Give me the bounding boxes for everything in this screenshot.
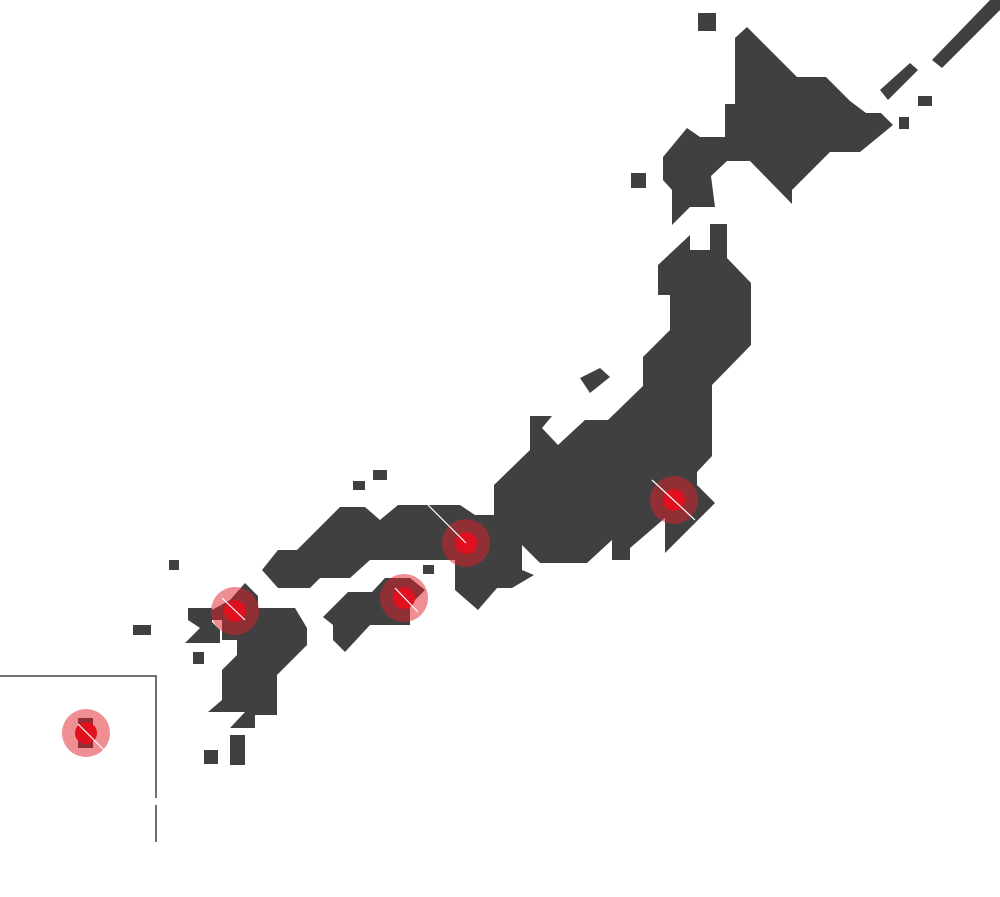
marker-leader-line — [394, 587, 419, 613]
hokkaido — [663, 27, 893, 225]
island — [133, 625, 151, 635]
marker-leader-line — [77, 723, 105, 751]
inset-frame — [0, 675, 157, 842]
marker-leader-line — [651, 479, 696, 521]
fukuoka-marker[interactable] — [211, 587, 259, 635]
osaka-marker[interactable] — [427, 504, 490, 567]
island — [631, 173, 646, 188]
island — [899, 117, 909, 129]
island — [373, 470, 387, 480]
island — [230, 735, 245, 765]
island — [353, 481, 365, 490]
island — [423, 565, 434, 574]
island — [193, 652, 204, 664]
island — [698, 13, 716, 31]
honshu — [262, 224, 751, 610]
kyushu-west — [185, 608, 220, 643]
sado-island — [580, 368, 610, 393]
marker-leader-line — [427, 504, 467, 544]
island — [169, 560, 179, 570]
marker-dot — [75, 722, 97, 744]
okinawa-marker[interactable] — [62, 709, 110, 757]
kuril-island — [932, 0, 1000, 68]
tokyo-marker[interactable] — [650, 476, 698, 524]
hokkaido-spit — [880, 63, 918, 100]
island — [204, 750, 218, 764]
shikoku-marker[interactable] — [380, 574, 428, 622]
marker-leader-line — [221, 597, 246, 621]
island — [918, 96, 932, 106]
